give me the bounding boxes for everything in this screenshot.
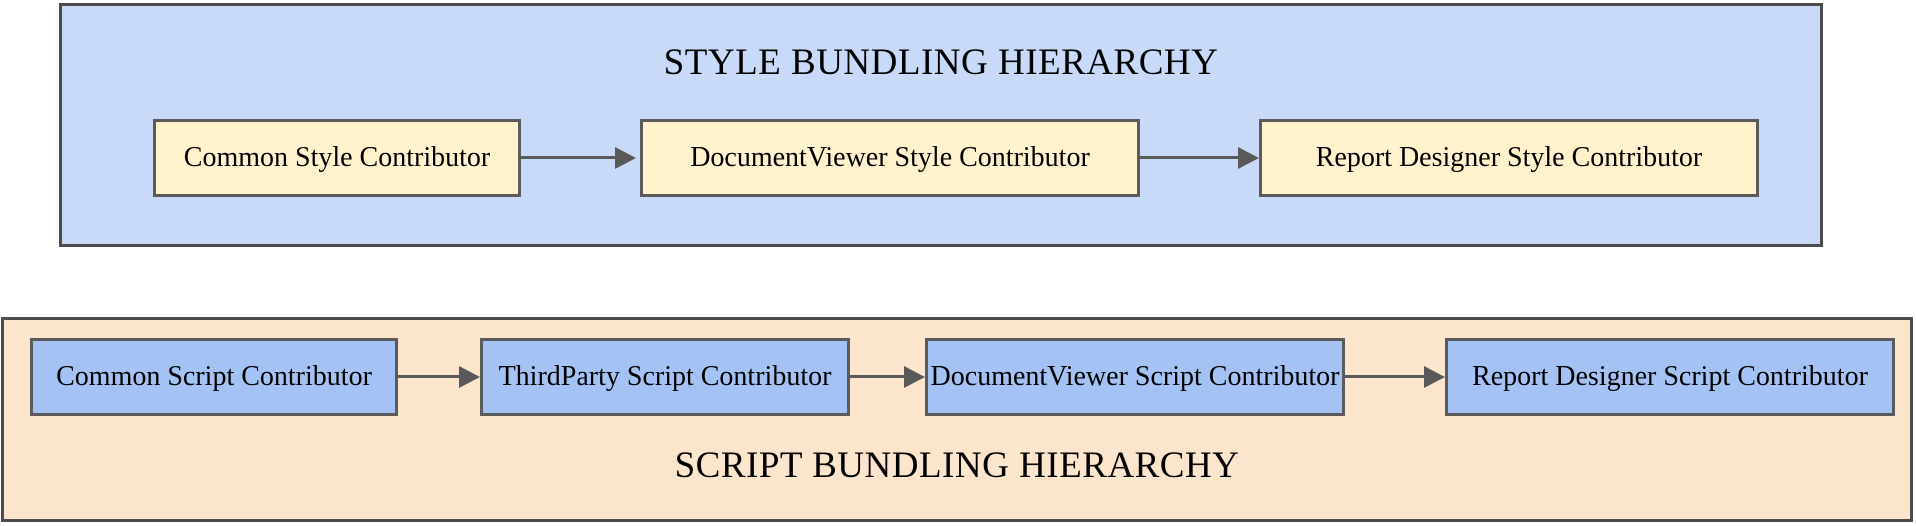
connector-arrow-icon (398, 375, 459, 378)
node-label: DocumentViewer Script Contributor (930, 361, 1340, 392)
node-label: ThirdParty Script Contributor (498, 361, 832, 392)
script-bundling-title: SCRIPT BUNDLING HIERARCHY (674, 445, 1240, 486)
node-report-designer-style-contributor: Report Designer Style Contributor (1259, 119, 1759, 197)
node-label: Common Script Contributor (56, 361, 372, 392)
node-common-script-contributor: Common Script Contributor (30, 338, 398, 416)
connector-arrow-icon (850, 375, 904, 378)
node-label: DocumentViewer Style Contributor (690, 142, 1090, 173)
node-label: Report Designer Style Contributor (1315, 142, 1703, 173)
style-bundling-title: STYLE BUNDLING HIERARCHY (663, 42, 1219, 83)
node-documentviewer-script-contributor: DocumentViewer Script Contributor (925, 338, 1345, 416)
style-bundling-container: STYLE BUNDLING HIERARCHY Common Style Co… (59, 3, 1823, 247)
connector-arrow-icon (518, 156, 615, 159)
node-common-style-contributor: Common Style Contributor (153, 119, 521, 197)
connector-arrow-icon (1140, 156, 1238, 159)
node-label: Common Style Contributor (183, 142, 491, 173)
node-label: Report Designer Script Contributor (1472, 361, 1868, 392)
script-bundling-container: Common Script Contributor ThirdParty Scr… (1, 317, 1913, 522)
node-report-designer-script-contributor: Report Designer Script Contributor (1445, 338, 1895, 416)
node-documentviewer-style-contributor: DocumentViewer Style Contributor (640, 119, 1140, 197)
node-thirdparty-script-contributor: ThirdParty Script Contributor (480, 338, 850, 416)
connector-arrow-icon (1345, 375, 1424, 378)
